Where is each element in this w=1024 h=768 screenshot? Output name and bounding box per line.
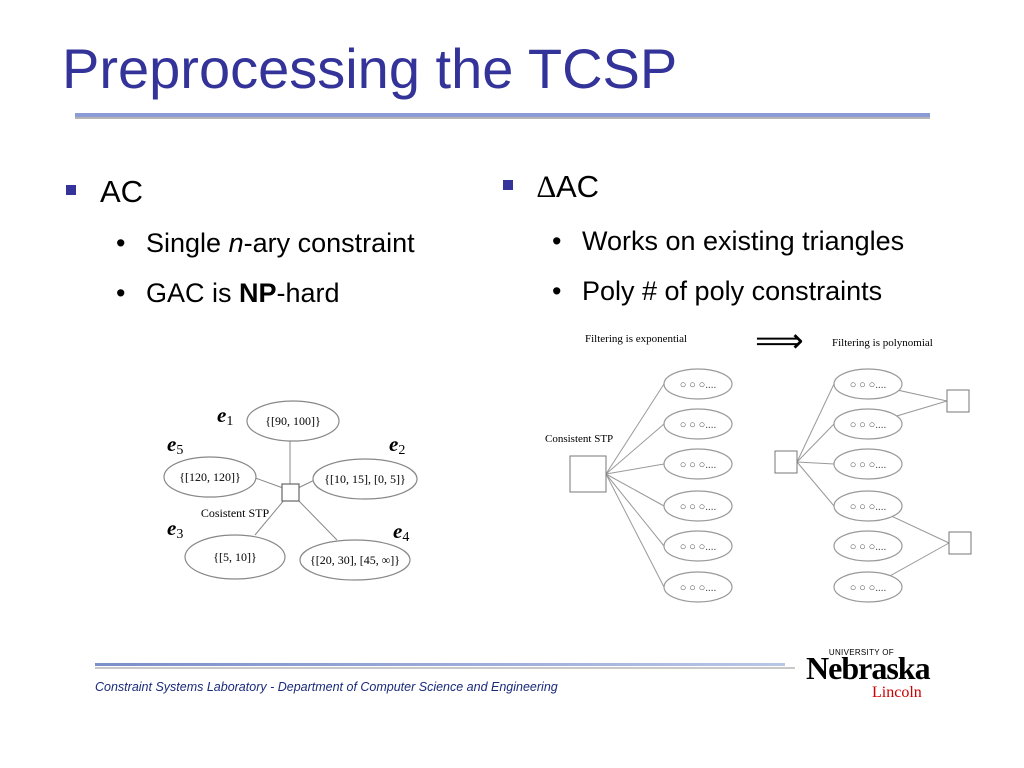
poly-variable-node: ○ ○ ○.... (833, 408, 903, 440)
exp-node-values: ○ ○ ○.... (680, 379, 717, 391)
poly-node-ellipse (833, 490, 903, 522)
node-e3 (184, 534, 286, 580)
poly-variable-node: ○ ○ ○.... (833, 530, 903, 562)
right-heading: ∆AC (503, 169, 600, 205)
fan-edge (605, 463, 665, 475)
delta-symbol: ∆ (537, 169, 556, 204)
exp-variable-node: ○ ○ ○.... (663, 408, 733, 440)
bullet-dot-icon: • (116, 278, 126, 308)
label-e4: e4 (393, 519, 409, 545)
exp-node-values: ○ ○ ○.... (680, 459, 717, 471)
exp-node-ellipse (663, 571, 733, 603)
ac-constraint-diagram: {[90, 100]} {[120, 120]} {[10, 15], [0, … (163, 400, 418, 581)
delta-ac-diagram: Filtering is exponential Filtering is po… (545, 325, 972, 603)
node-e2 (312, 458, 418, 500)
poly-variable-node: ○ ○ ○.... (833, 490, 903, 522)
consistent-stp-label: Consistent STP (545, 433, 613, 445)
poly-node-ellipse (833, 530, 903, 562)
exp-node-values: ○ ○ ○.... (680, 501, 717, 513)
exp-node-ellipse (663, 368, 733, 400)
domain-e3: {[5, 10]} (213, 550, 257, 564)
right-bullet-2: • Poly # of poly constraints (552, 276, 883, 306)
fan-edge (605, 423, 665, 475)
unl-logo: UNIVERSITY OF Nebraska Lincoln (806, 648, 931, 701)
left-heading: AC (66, 174, 144, 210)
logo-university: UNIVERSITY OF (828, 648, 894, 657)
caption-polynomial: Filtering is polynomial (832, 337, 933, 349)
domain-e2: {[10, 15], [0, 5]} (324, 472, 406, 486)
poly-node-values: ○ ○ ○.... (850, 419, 887, 431)
triangle-edge (796, 461, 835, 465)
exp-node-ellipse (663, 530, 733, 562)
poly-node-ellipse (833, 408, 903, 440)
square-bullet-icon (66, 185, 76, 195)
left-heading-text: AC (100, 174, 144, 209)
poly-variable-node: ○ ○ ○.... (833, 448, 903, 480)
node-e1 (246, 400, 340, 442)
fan-edge (605, 473, 665, 507)
exp-node-ellipse (663, 448, 733, 480)
right-heading-text: AC (555, 169, 600, 204)
exp-variable-node: ○ ○ ○.... (663, 368, 733, 400)
triangle-box-bottom (948, 531, 972, 555)
fan-edge (605, 473, 665, 547)
poly-node-ellipse (833, 571, 903, 603)
poly-variable-node: ○ ○ ○.... (833, 571, 903, 603)
slide-title: Preprocessing the TCSP (62, 37, 678, 100)
fan-edge (605, 473, 665, 588)
triangle-edge (796, 461, 835, 507)
triangle-box-top (946, 389, 970, 413)
poly-node-values: ○ ○ ○.... (850, 459, 887, 471)
poly-node-ellipse (833, 448, 903, 480)
left-bullet-1: • Single n-ary constraint (116, 228, 415, 258)
exp-node-ellipse (663, 490, 733, 522)
exp-node-values: ○ ○ ○.... (680, 582, 717, 594)
exp-variable-node: ○ ○ ○.... (663, 448, 733, 480)
label-e1: e1 (217, 403, 233, 429)
poly-node-values: ○ ○ ○.... (850, 582, 887, 594)
constraint-box (281, 483, 300, 502)
left-bullet-2: • GAC is NP-hard (116, 278, 340, 308)
poly-node-ellipse (833, 368, 903, 400)
exp-node-values: ○ ○ ○.... (680, 419, 717, 431)
poly-node-values: ○ ○ ○.... (850, 379, 887, 391)
stp-box-large (569, 455, 607, 493)
exp-variable-node: ○ ○ ○.... (663, 490, 733, 522)
exp-variable-node: ○ ○ ○.... (663, 530, 733, 562)
title-underline (75, 113, 930, 119)
caption-exponential: Filtering is exponential (585, 333, 687, 345)
poly-variable-node: ○ ○ ○.... (833, 368, 903, 400)
poly-node-values: ○ ○ ○.... (850, 541, 887, 553)
bullet-dot-icon: • (116, 228, 126, 258)
square-bullet-icon (503, 180, 513, 190)
domain-e1: {[90, 100]} (265, 414, 321, 428)
poly-node-values: ○ ○ ○.... (850, 501, 887, 513)
label-e5: e5 (167, 432, 183, 458)
bullet-dot-icon: • (552, 226, 562, 256)
label-e2: e2 (389, 432, 405, 458)
domain-e4: {[20, 30], [45, ∞]} (310, 553, 400, 567)
node-e5 (163, 456, 257, 498)
exp-variable-node: ○ ○ ○.... (663, 571, 733, 603)
label-e3: e3 (167, 516, 183, 542)
node-e4 (299, 539, 411, 581)
triangle-edge (796, 423, 835, 463)
logo-nebraska: Nebraska (806, 650, 931, 686)
right-bullet-1: • Works on existing triangles (552, 226, 905, 256)
footer-rule (95, 663, 785, 666)
triangle-edge (796, 383, 835, 463)
stp-box-small (774, 450, 798, 474)
implies-arrow-icon: ⟹ (755, 325, 804, 360)
bullet-dot-icon: • (552, 276, 562, 306)
footer-text: Constraint Systems Laboratory - Departme… (95, 680, 558, 694)
logo-lincoln: Lincoln (872, 684, 922, 701)
exp-node-values: ○ ○ ○.... (680, 541, 717, 553)
domain-e5: {[120, 120]} (179, 470, 241, 484)
fan-edge (605, 383, 665, 475)
exp-node-ellipse (663, 408, 733, 440)
footer-rule-shadow (95, 667, 795, 669)
center-label: Cosistent STP (201, 506, 270, 520)
